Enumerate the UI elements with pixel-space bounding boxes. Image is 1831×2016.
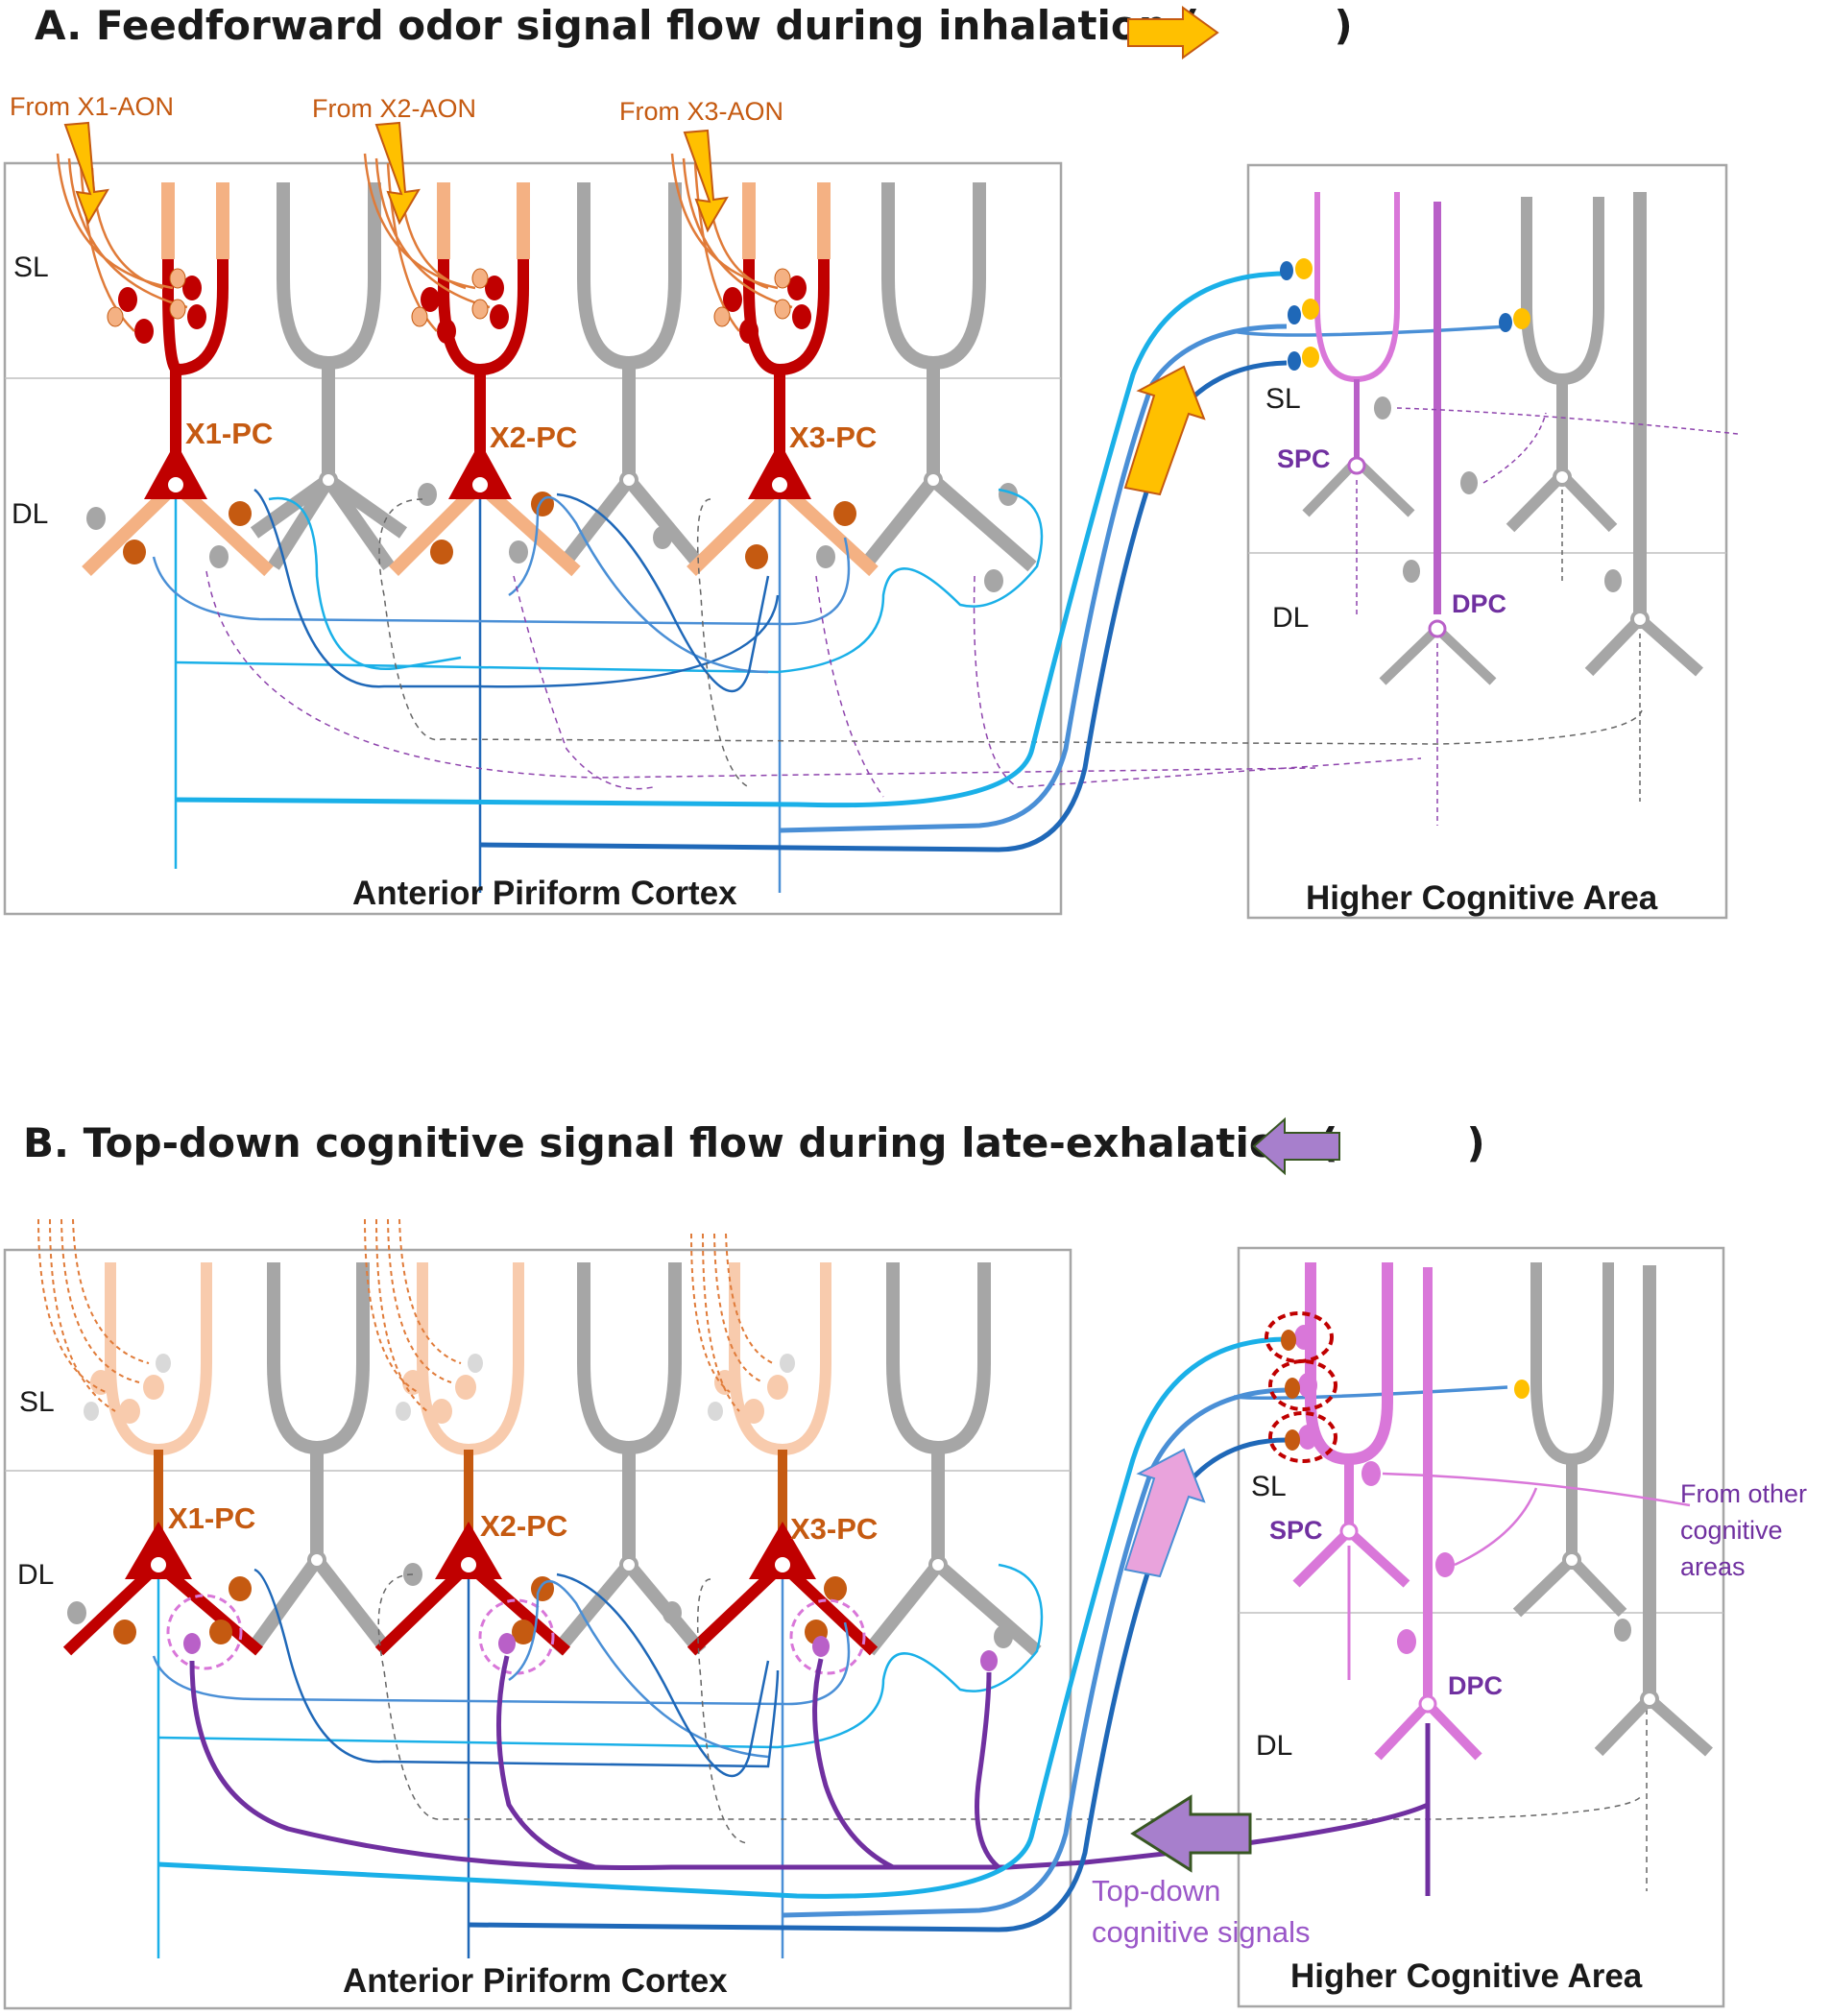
dpc-label-a: DPC	[1452, 589, 1506, 618]
hca-sl-label-a: SL	[1265, 383, 1301, 415]
highlight-circle	[1268, 1411, 1337, 1463]
feedforward-arrow	[1123, 365, 1206, 496]
panel-a	[3, 6, 1739, 920]
hca-synapses-b	[1265, 1311, 1691, 1680]
apc-box-a	[3, 161, 1063, 916]
highlight-circle	[789, 1598, 866, 1675]
hca-neurons-b	[1292, 1262, 1713, 1761]
dl-spines-b	[67, 1563, 1013, 1675]
hca-dl-label-b: DL	[1256, 1730, 1292, 1762]
hca-neurons-a	[1302, 192, 1703, 685]
layer-sl-label-b: SL	[19, 1386, 55, 1418]
pc-label-x2-b: X2-PC	[480, 1509, 567, 1543]
topdown-fibers-b	[189, 1655, 1431, 1896]
pc-label-x2-a: X2-PC	[490, 420, 577, 454]
left-arrow-icon	[1252, 1116, 1340, 1176]
feedback-dashes-b	[377, 1573, 1648, 1891]
highlight-circle	[1268, 1359, 1337, 1411]
gray-soma	[619, 470, 638, 490]
layer-dl-label-a: DL	[12, 498, 48, 530]
pc-label-x1-b: X1-PC	[168, 1501, 255, 1535]
pc-label-x1-a: X1-PC	[185, 417, 273, 450]
gray-soma	[307, 1550, 326, 1570]
panel-b	[3, 1116, 1725, 2010]
aon-input-label-1: From X1-AON	[10, 92, 174, 121]
hca-box-b	[1237, 1246, 1725, 2008]
panel-b-title-text: B. Top-down cognitive signal flow during…	[23, 1119, 1338, 1166]
gray-soma	[928, 1555, 948, 1574]
projection-fibers-b	[157, 1336, 1508, 1932]
gray-soma	[924, 470, 943, 490]
dl-spines-a	[86, 483, 1018, 592]
spc-label-b: SPC	[1269, 1516, 1323, 1545]
panel-a-title-text: A. Feedforward odor signal flow during i…	[35, 2, 1200, 49]
feedback-dashes-a	[205, 498, 1643, 798]
hca-sl-label-b: SL	[1251, 1471, 1287, 1502]
hca-synapses-a	[1280, 258, 1739, 826]
dpc-label-b: DPC	[1448, 1671, 1503, 1700]
aon-input-arrows	[63, 121, 729, 233]
hca-label-a: Higher Cognitive Area	[1306, 879, 1658, 917]
hca-box-a	[1246, 163, 1728, 920]
panel-b-title-close: )	[1466, 1119, 1485, 1166]
hca-dl-label-a: DL	[1272, 602, 1309, 634]
right-arrow-icon	[1127, 6, 1219, 60]
apc-label-b: Anterior Piriform Cortex	[343, 1962, 728, 2000]
pc-label-x3-b: X3-PC	[790, 1512, 878, 1546]
panel-a-title: A. Feedforward odor signal flow during i…	[35, 2, 1353, 49]
spc-label-a: SPC	[1277, 444, 1331, 473]
other-areas-label-1: From other	[1680, 1479, 1807, 1508]
gray-soma	[619, 1555, 638, 1574]
highlight-circle	[166, 1594, 243, 1670]
panel-b-title: B. Top-down cognitive signal flow during…	[23, 1119, 1485, 1166]
topdown-label-2: cognitive signals	[1092, 1915, 1310, 1949]
aon-input-label-2: From X2-AON	[312, 94, 476, 123]
gray-soma	[319, 470, 338, 490]
hca-label-b: Higher Cognitive Area	[1290, 1957, 1643, 1995]
pc-label-x3-a: X3-PC	[789, 420, 877, 454]
apc-label-a: Anterior Piriform Cortex	[352, 875, 737, 912]
topdown-label-1: Top-down	[1092, 1874, 1220, 1908]
pcs-b	[62, 1262, 879, 1656]
projection-fibers-a	[175, 271, 1508, 852]
gray-neurons-a	[250, 182, 1037, 572]
inactive-afferents-b	[37, 1218, 774, 1412]
layer-dl-label-b: DL	[17, 1559, 54, 1591]
association-fibers-b	[152, 1563, 1044, 1958]
other-areas-label-3: areas	[1680, 1552, 1746, 1581]
pink-arrow	[1123, 1448, 1206, 1578]
other-areas-label-2: cognitive	[1680, 1516, 1783, 1545]
active-pcs-a	[82, 182, 879, 577]
topdown-arrow	[1130, 1794, 1252, 1873]
apc-box-b	[3, 1248, 1072, 2010]
aon-input-label-3: From X3-AON	[619, 97, 783, 126]
panel-a-title-close: )	[1334, 2, 1353, 49]
association-fibers-a	[152, 488, 1044, 893]
layer-sl-label-a: SL	[13, 252, 49, 283]
gray-neurons-b	[249, 1262, 1042, 1657]
